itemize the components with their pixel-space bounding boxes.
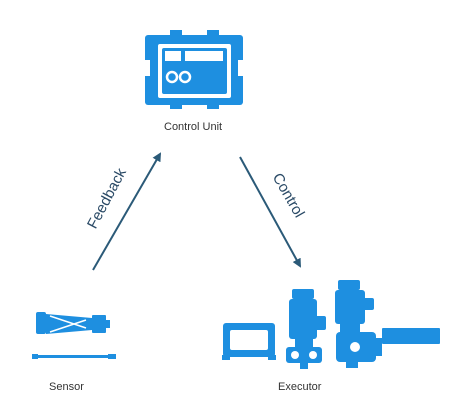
sensor-icon (32, 312, 116, 359)
control-unit-icon (145, 30, 243, 109)
control-unit-label: Control Unit (164, 121, 223, 133)
feedback-arrow (92, 152, 162, 271)
control-arrow (239, 156, 301, 268)
valve-actuator-icon (222, 280, 440, 369)
sensor-label: Sensor (49, 381, 84, 393)
executor-label: Executor (278, 381, 322, 393)
